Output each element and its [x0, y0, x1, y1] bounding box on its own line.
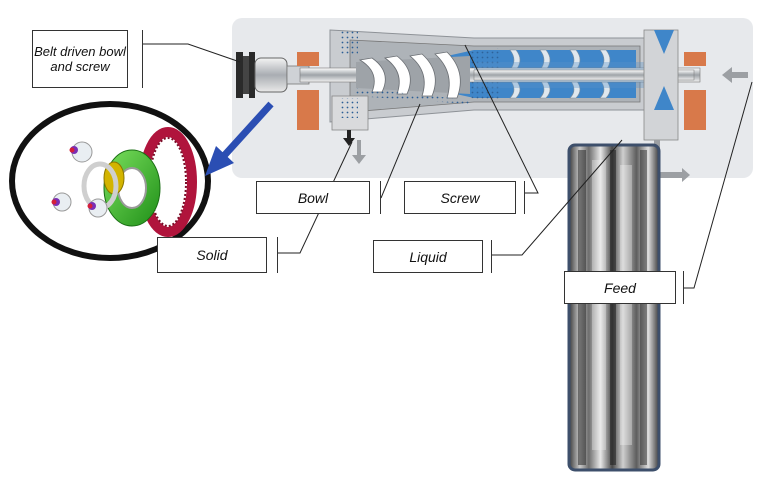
label-bowl-tick [380, 181, 381, 214]
leader-liquid [492, 139, 623, 256]
leader-belt [143, 43, 241, 63]
right-bearing-icon [684, 90, 706, 130]
label-solid-tick [277, 237, 278, 273]
solid-arrow-icon [352, 140, 366, 164]
label-bowl: Bowl [256, 181, 370, 214]
pointer-arrow-icon [205, 101, 274, 176]
planetary-gear-icon [51, 127, 197, 237]
leader-feed [684, 81, 753, 289]
decanter-section [232, 18, 753, 182]
label-liquid: Liquid [373, 240, 483, 273]
label-liquid-tick [491, 240, 492, 273]
label-solid: Solid [157, 237, 267, 273]
conical-screw [356, 51, 470, 104]
screw-photo [567, 143, 661, 472]
screw-flights [509, 49, 611, 99]
leader-solid [278, 141, 353, 254]
leader-bowl [380, 103, 421, 199]
leader-screw [464, 44, 539, 194]
label-screw-tick [524, 181, 525, 214]
label-feed-tick [683, 271, 684, 304]
pulley-icon [236, 52, 310, 98]
label-belt-tick [142, 30, 143, 88]
left-bearing-icon [297, 90, 319, 130]
feed-arrow-icon [722, 67, 748, 83]
label-feed: Feed [564, 271, 676, 304]
label-screw: Screw [404, 181, 516, 214]
gearbox-inset [9, 101, 274, 261]
leader-lines [143, 43, 753, 289]
label-belt-driven: Belt driven bowl and screw [32, 30, 128, 88]
